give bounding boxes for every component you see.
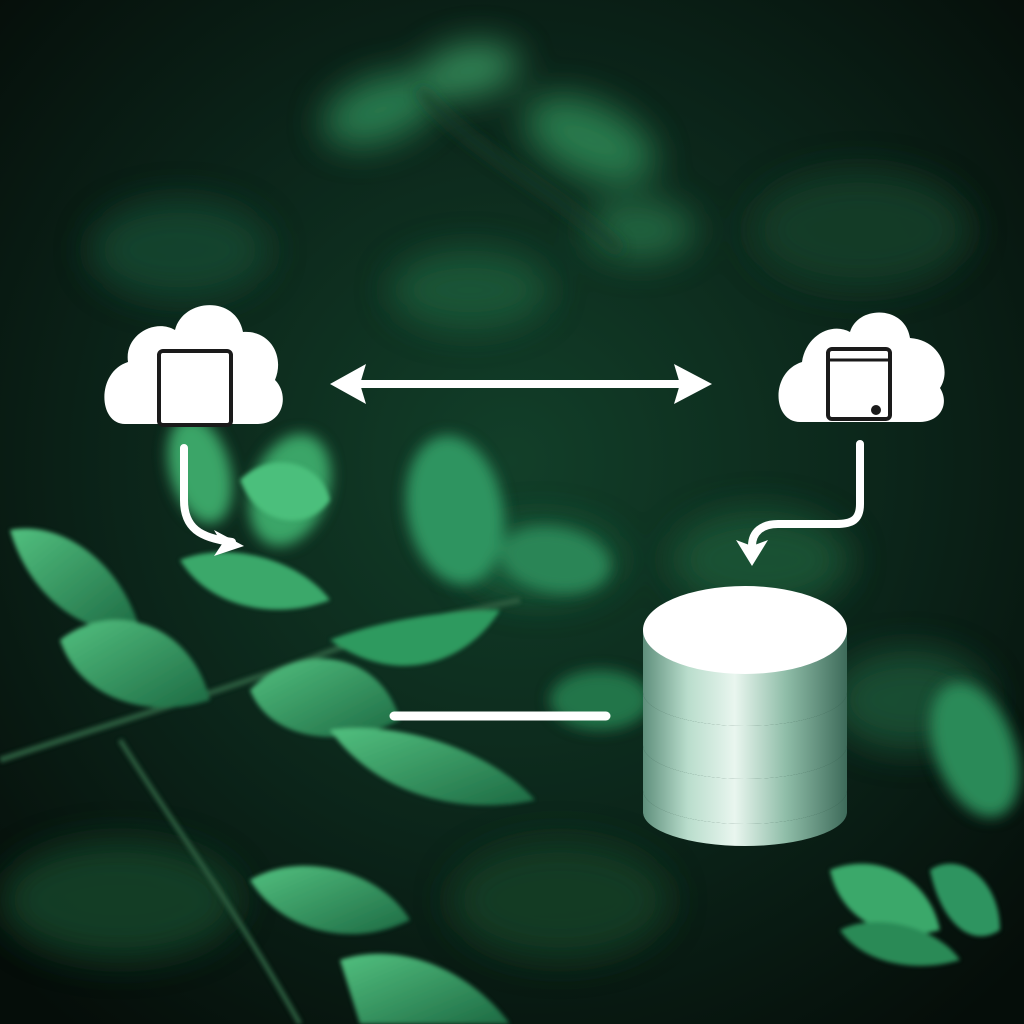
right-flow-arrow — [736, 440, 864, 566]
database-icon — [643, 586, 847, 846]
cloud-storage-icon — [104, 305, 283, 427]
cloud-server-icon — [778, 312, 945, 422]
left-flow-arrow — [180, 444, 244, 556]
foliage-near — [0, 462, 1000, 1024]
foliage-far — [0, 42, 990, 960]
sync-double-arrow — [330, 364, 712, 404]
